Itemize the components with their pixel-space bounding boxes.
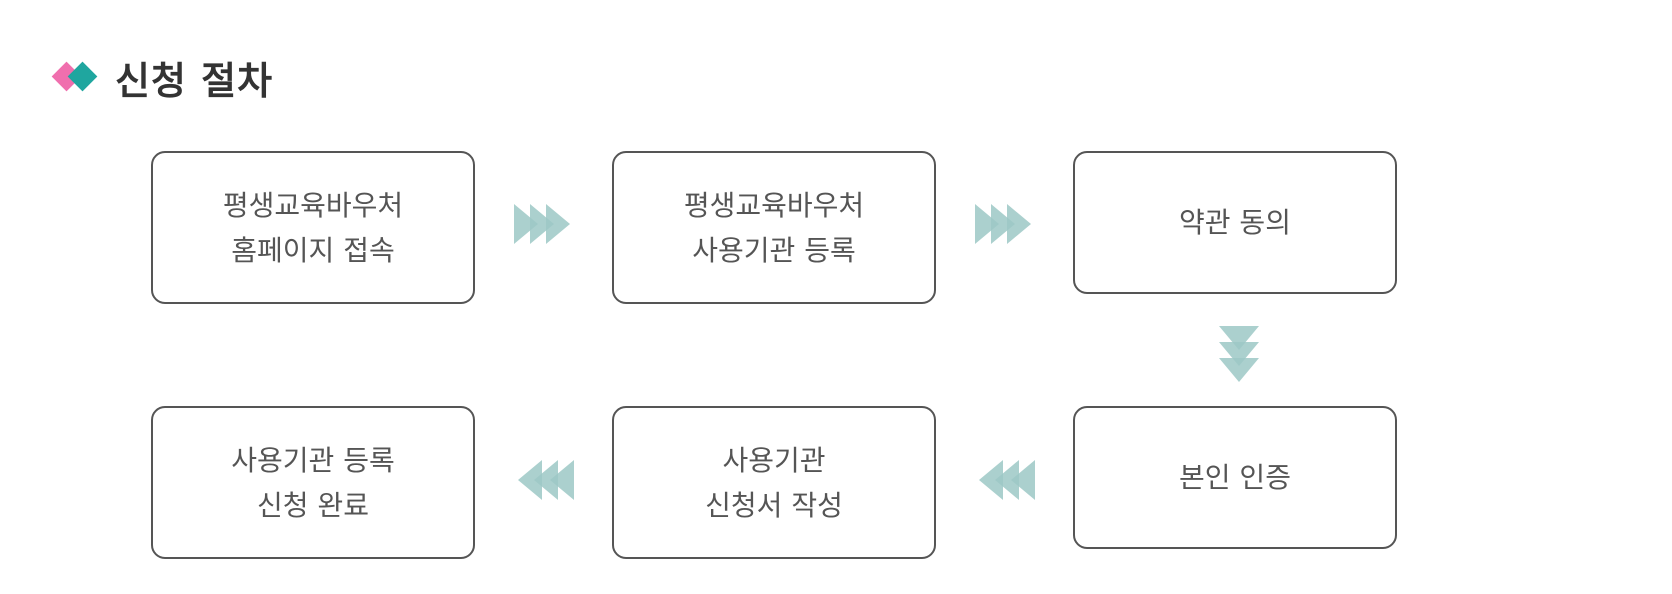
step-3-line-1: 약관 동의 <box>1179 206 1291 239</box>
chevron-shape <box>995 460 1019 500</box>
triple-chevron-left-icon <box>979 460 1035 500</box>
chevron-shape <box>518 460 542 500</box>
two-diamonds-icon <box>51 60 101 94</box>
teal-diamond-icon <box>67 61 98 92</box>
step-4-line-1: 본인 인증 <box>1179 461 1291 494</box>
arrow-down-1 <box>1219 326 1259 386</box>
chevron-shape <box>1219 326 1259 350</box>
page-title: 신청 절차 <box>115 58 274 103</box>
triple-chevron-down-icon <box>1219 326 1259 382</box>
step-6-line-2: 신청 완료 <box>257 488 369 522</box>
step-2-box: 평생교육바우처 사용기관 등록 <box>612 151 936 304</box>
chevron-shape <box>550 460 574 500</box>
triple-chevron-right-icon <box>975 204 1031 244</box>
chevron-shape <box>1219 358 1259 382</box>
triple-chevron-right-icon <box>514 204 570 244</box>
chevron-shape <box>1007 204 1031 244</box>
chevron-shape <box>979 460 1003 500</box>
step-3-box: 약관 동의 <box>1073 151 1397 294</box>
step-2-line-1: 평생교육바우처 <box>683 188 865 222</box>
section-heading: 신청 절차 <box>51 52 274 103</box>
step-6-line-1: 사용기관 등록 <box>231 443 395 477</box>
chevron-shape <box>991 204 1015 244</box>
arrow-right-2 <box>975 204 1035 244</box>
step-1-line-2: 홈페이지 접속 <box>231 233 395 267</box>
step-1-line-1: 평생교육바우처 <box>222 188 404 222</box>
step-5-line-1: 사용기관 <box>722 443 826 477</box>
arrow-left-1 <box>975 460 1035 500</box>
chevron-shape <box>1011 460 1035 500</box>
step-2-line-2: 사용기관 등록 <box>692 233 856 267</box>
chevron-shape <box>530 204 554 244</box>
chevron-shape <box>1219 342 1259 366</box>
step-5-line-2: 신청서 작성 <box>705 488 843 522</box>
chevron-shape <box>514 204 538 244</box>
step-4-box: 본인 인증 <box>1073 406 1397 549</box>
arrow-left-2 <box>514 460 574 500</box>
step-1-box: 평생교육바우처 홈페이지 접속 <box>151 151 475 304</box>
step-5-box: 사용기관 신청서 작성 <box>612 406 936 559</box>
chevron-shape <box>975 204 999 244</box>
chevron-shape <box>534 460 558 500</box>
arrow-right-1 <box>514 204 574 244</box>
step-6-box: 사용기관 등록 신청 완료 <box>151 406 475 559</box>
chevron-shape <box>546 204 570 244</box>
triple-chevron-left-icon <box>518 460 574 500</box>
